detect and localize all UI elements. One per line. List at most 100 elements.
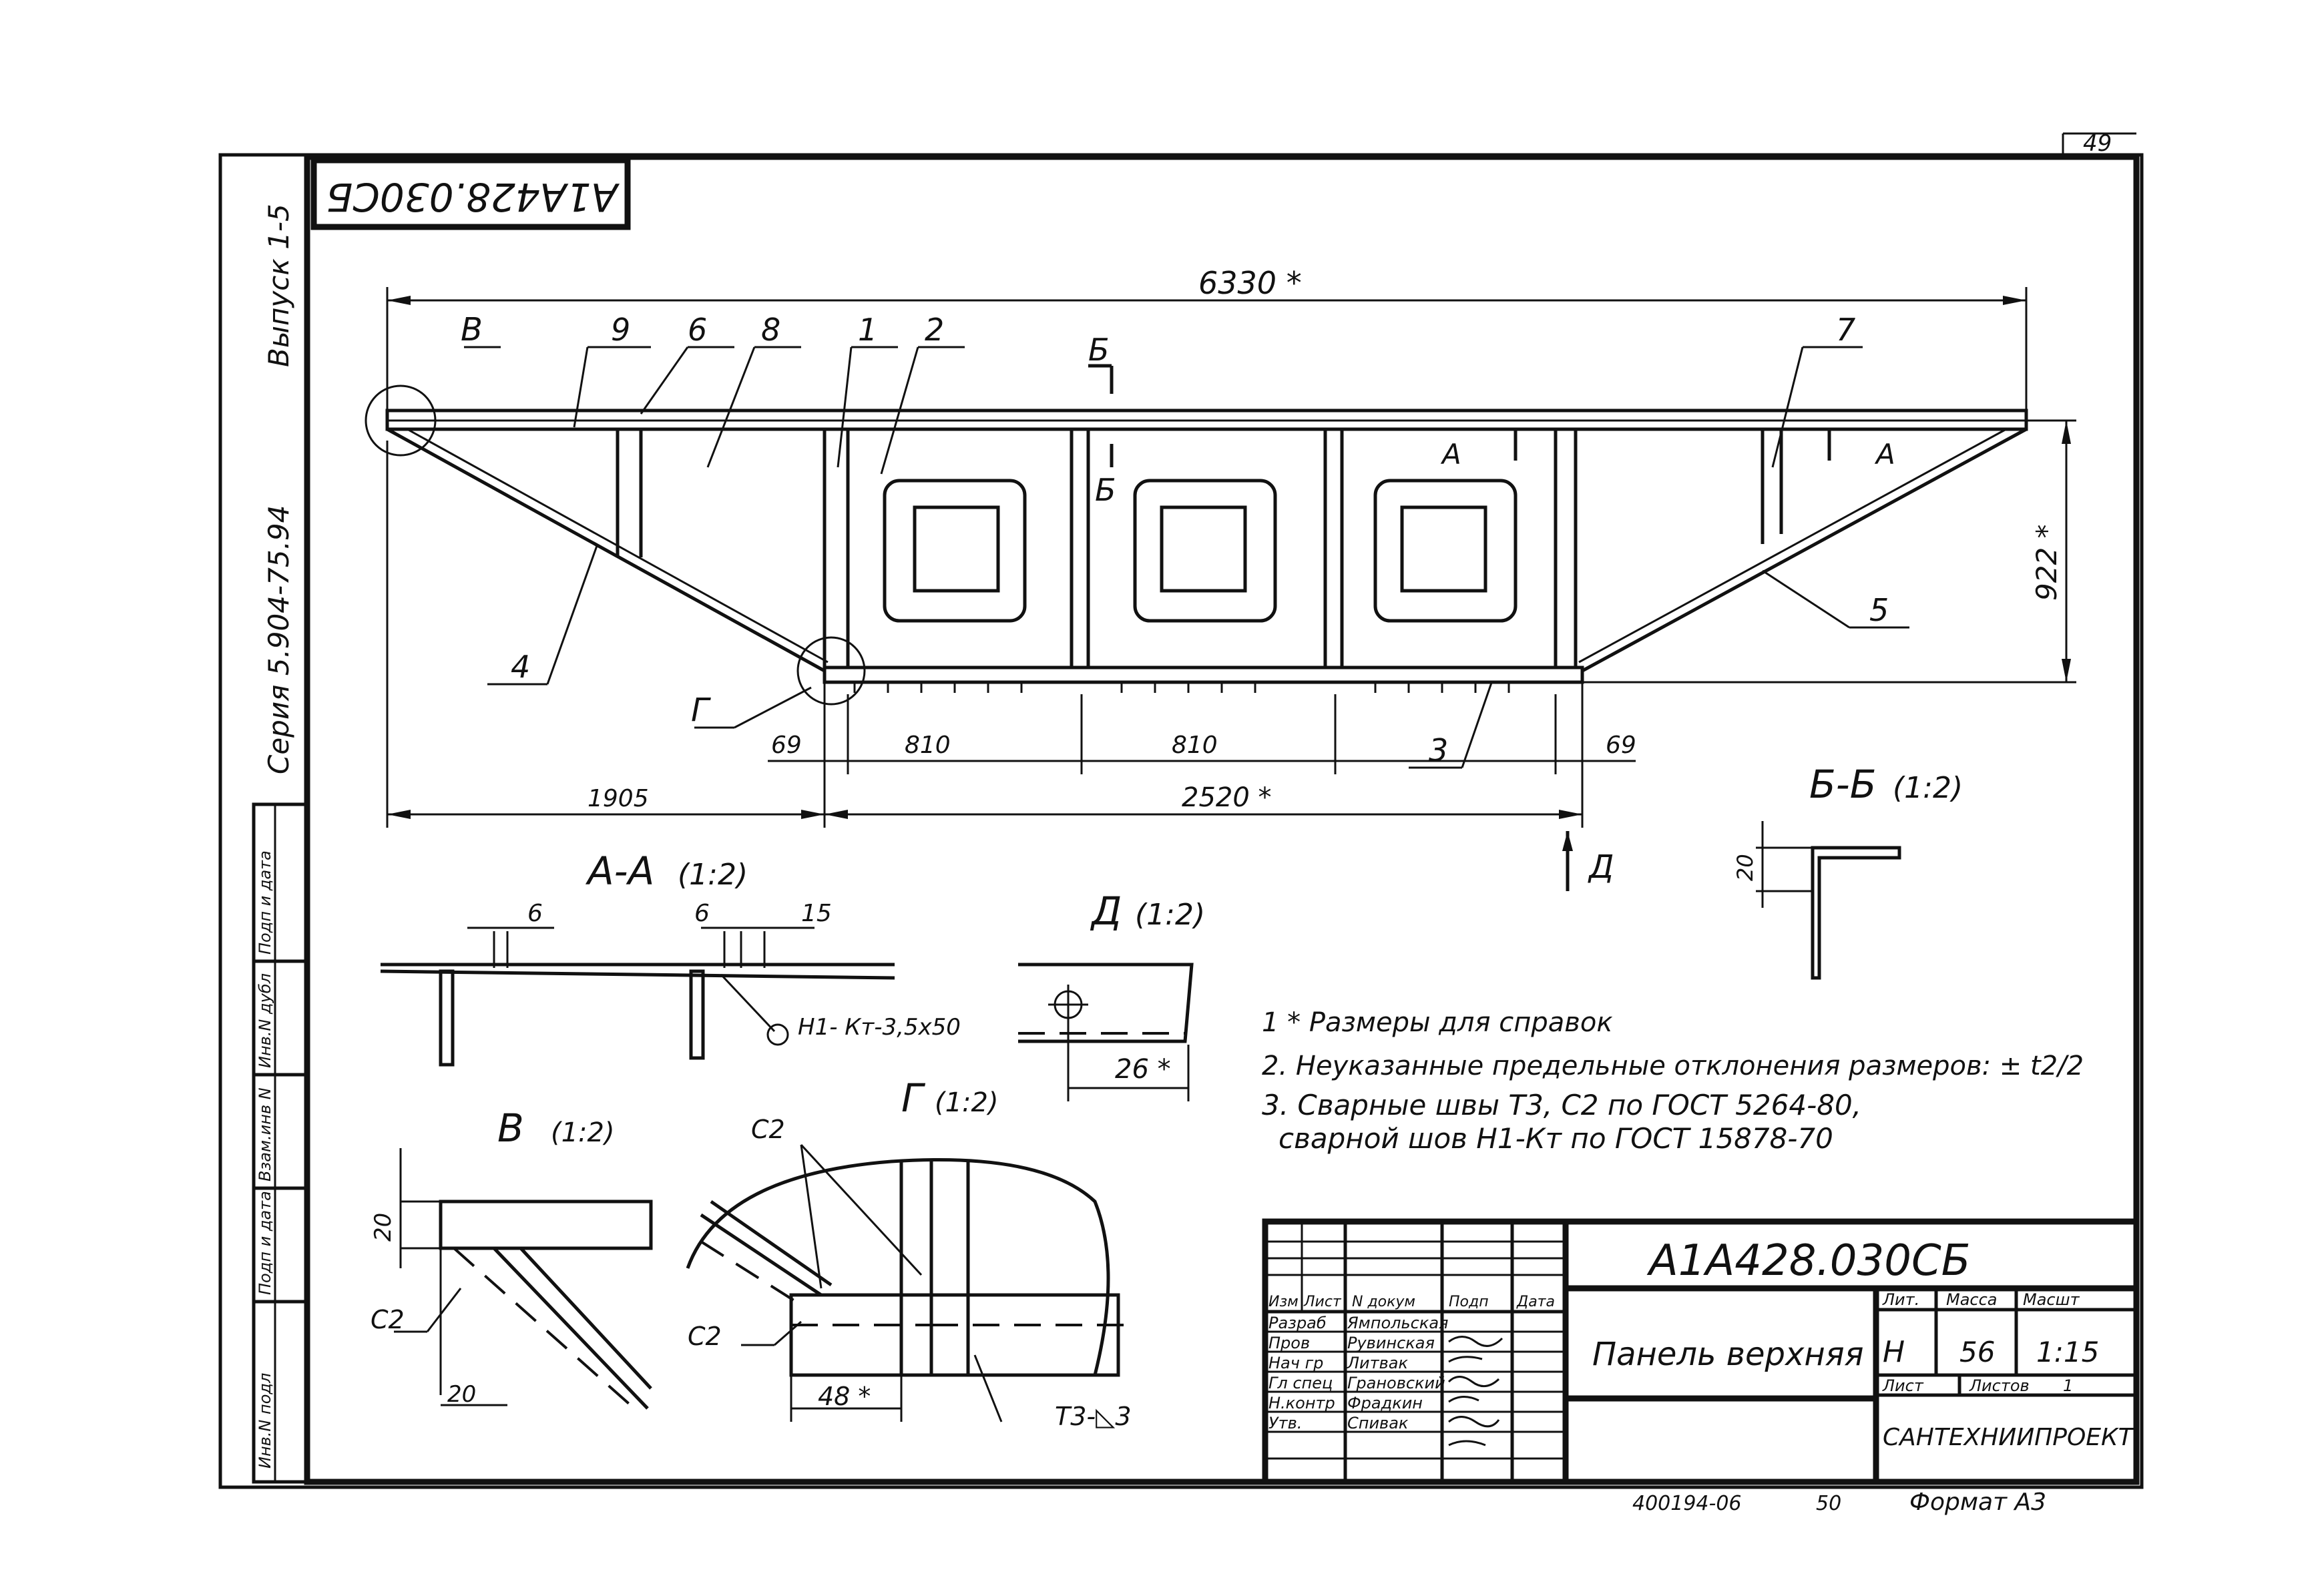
stamp-4: Подп и дата <box>256 850 274 955</box>
role-0: Разраб <box>1268 1314 1327 1332</box>
dim-overall-label: 6330 * <box>1198 265 1302 301</box>
role-3: Гл спец <box>1268 1374 1333 1392</box>
note-4: сварной шов Н1-Кт по ГОСТ 15878-70 <box>1279 1122 1833 1155</box>
detail-g-title: Г <box>901 1075 926 1121</box>
dim-810-a: 810 <box>905 732 951 759</box>
code-box-rotated: А1А428.030СБ <box>310 157 631 230</box>
note-1: 1 * Размеры для справок <box>1262 1007 1613 1038</box>
role-5: Утв. <box>1268 1414 1302 1432</box>
bottom-code: 400194-06 <box>1632 1492 1742 1515</box>
detail-v-title: В <box>497 1105 524 1151</box>
hdr-podp: Подп <box>1449 1294 1489 1310</box>
hdr-data: Дата <box>1516 1294 1555 1310</box>
ref-g: Г <box>691 692 711 729</box>
detail-v <box>394 1148 653 1410</box>
detail-v-dim-2: 20 <box>447 1381 476 1408</box>
callout-1: 1 <box>858 312 877 348</box>
detail-g <box>686 1143 1128 1422</box>
dim-810-b: 810 <box>1172 732 1218 759</box>
detail-v-weld: С2 <box>371 1305 405 1334</box>
dim-2520: 2520 * <box>1182 782 1272 813</box>
tb-lit-label: Лит. <box>1882 1290 1919 1309</box>
detail-d-dim: 26 * <box>1115 1054 1171 1085</box>
ref-v: В <box>461 311 483 348</box>
callout-6: 6 <box>688 312 707 348</box>
tb-mass: 56 <box>1959 1336 1995 1368</box>
role-2: Нач гр <box>1268 1354 1323 1372</box>
tb-code: А1А428.030СБ <box>1646 1236 1971 1286</box>
bottom-num: 50 <box>1816 1492 1841 1515</box>
dim-overall <box>386 287 2028 411</box>
person-5: Спивак <box>1347 1414 1409 1432</box>
ref-b-top: Б <box>1088 332 1110 368</box>
tb-mass-label: Масса <box>1946 1290 1998 1309</box>
detail-g-weld-2: С2 <box>688 1322 722 1351</box>
role-4: Н.контр <box>1268 1394 1335 1412</box>
tb-sheet-label: Лист <box>1882 1376 1924 1395</box>
detail-v-scale: (1:2) <box>551 1117 615 1148</box>
section-bb <box>1756 821 1901 980</box>
sheet-number: 49 <box>2083 130 2112 157</box>
stamp-1: Подп и дата <box>256 1191 274 1295</box>
stamp-2: Взам.инв N <box>256 1087 274 1181</box>
tb-scale-label: Масшт <box>2023 1290 2080 1309</box>
callout-8: 8 <box>761 312 780 348</box>
section-bb-dim: 20 <box>1732 854 1758 881</box>
detail-g-dim: 48 * <box>818 1382 871 1411</box>
dim-69-right: 69 <box>1606 732 1636 759</box>
hdr-dok: N докум <box>1352 1294 1415 1310</box>
tb-org: САНТЕХНИИПРОЕКТ <box>1883 1424 2135 1451</box>
section-aa-weld: Н1- Кт-3,5x50 <box>798 1014 961 1041</box>
ref-a-right: А <box>1874 438 1895 471</box>
detail-g-scale: (1:2) <box>935 1087 999 1118</box>
person-4: Фрадкин <box>1347 1394 1423 1412</box>
person-3: Грановский <box>1347 1374 1445 1392</box>
callout-5: 5 <box>1869 592 1889 628</box>
role-1: Пров <box>1268 1334 1310 1352</box>
person-0: Ямпольская <box>1347 1314 1448 1332</box>
section-bb-title: Б-Б <box>1809 762 1877 807</box>
callout-leaders <box>464 346 1909 769</box>
section-aa <box>380 927 895 1067</box>
notes: 1 * Размеры для справок 2. Неуказанные п… <box>1262 1007 2084 1155</box>
hdr-izm: Изм <box>1268 1294 1299 1310</box>
title-block <box>1262 1218 2140 1485</box>
ref-a-left: А <box>1440 438 1461 471</box>
dim-height <box>1582 419 2076 684</box>
tb-name: Панель верхняя <box>1592 1336 1863 1373</box>
callout-4: 4 <box>511 649 530 685</box>
note-2: 2. Неуказанные предельные отклонения раз… <box>1262 1051 2084 1081</box>
section-aa-dim-2: 6 <box>694 900 710 927</box>
callout-7: 7 <box>1836 312 1855 348</box>
stamp-0: Инв.N подл <box>256 1373 274 1469</box>
dim-69-left: 69 <box>771 732 802 759</box>
ref-b-bot: Б <box>1095 472 1116 508</box>
section-markers <box>1088 364 1831 891</box>
note-3: 3. Сварные швы Т3, С2 по ГОСТ 5264-80, <box>1262 1089 1861 1121</box>
detail-d-scale: (1:2) <box>1135 898 1205 932</box>
detail-v-dim-1: 20 <box>370 1213 397 1242</box>
format-label: Формат А3 <box>1909 1489 2046 1516</box>
stamp-3: Инв.N дубл <box>256 973 274 1068</box>
person-1: Рувинская <box>1347 1334 1435 1352</box>
callout-3: 3 <box>1429 732 1448 768</box>
dim-bottom-chain <box>386 441 1636 828</box>
side-stamp: Инв.N подл Подп и дата Взам.инв N Инв.N … <box>252 802 309 1484</box>
section-bb-scale: (1:2) <box>1893 771 1963 805</box>
tb-scale: 1:15 <box>2036 1336 2099 1368</box>
series-label: Серия 5.904-75.94 <box>262 505 295 774</box>
hdr-list: Лист <box>1303 1294 1342 1310</box>
dim-height-label: 922 * <box>2030 524 2063 601</box>
ref-d: Д <box>1588 848 1614 886</box>
main-view <box>365 384 2028 706</box>
detail-g-weld-1: С2 <box>751 1115 785 1144</box>
callout-9: 9 <box>611 312 630 348</box>
tb-sheets-label: Листов <box>1969 1376 2030 1395</box>
person-2: Литвак <box>1347 1354 1408 1372</box>
code-rotated: А1А428.030СБ <box>326 174 620 220</box>
section-aa-title: А-А <box>585 848 654 894</box>
detail-d <box>1018 963 1194 1101</box>
callout-2: 2 <box>925 312 944 348</box>
tb-sheets: 1 <box>2063 1376 2073 1395</box>
